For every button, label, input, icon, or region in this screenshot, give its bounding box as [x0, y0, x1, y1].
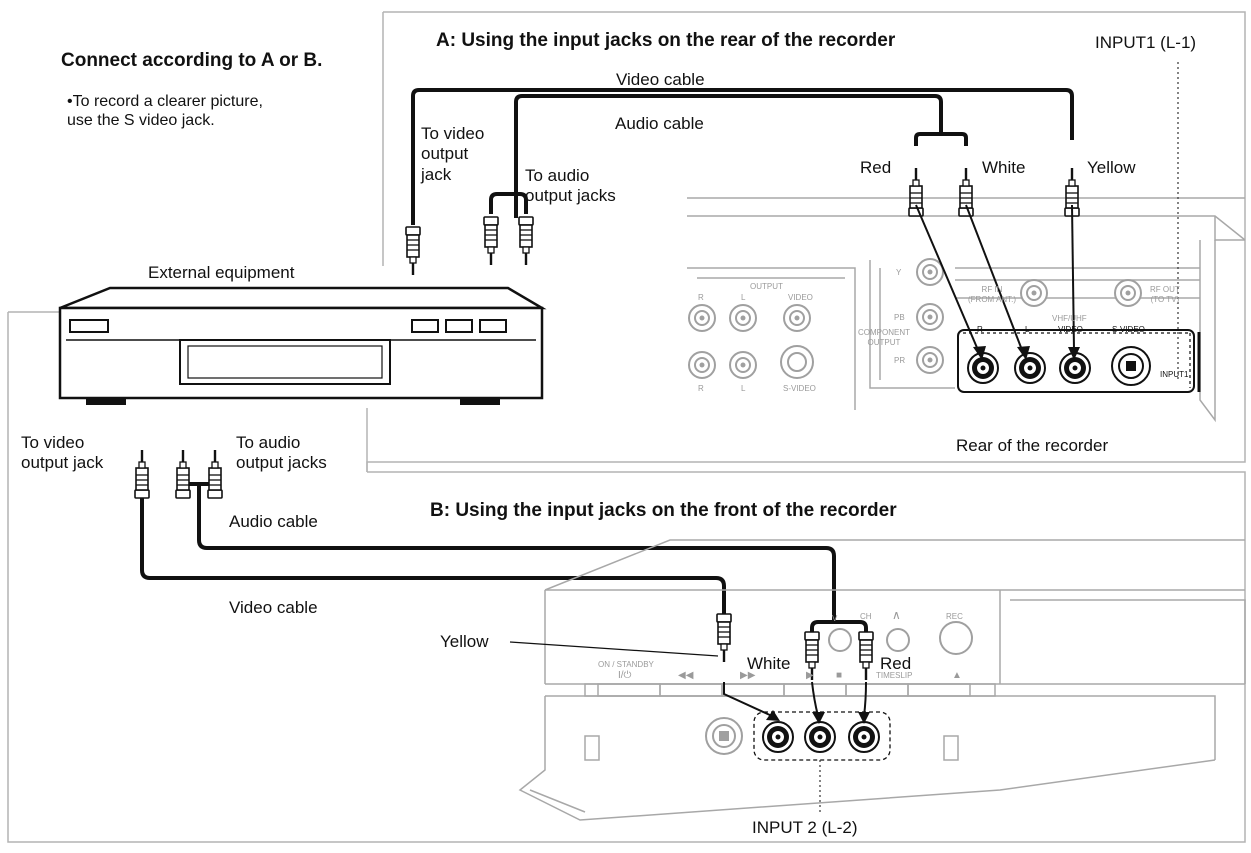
input1-label: INPUT1 (L-1) [1095, 33, 1197, 52]
panel-stop-icon: ■ [836, 670, 843, 681]
panel-rew-icon: ◀◀ [678, 670, 694, 681]
input1-panel [957, 329, 1195, 393]
panel-video-label: VIDEO [788, 293, 813, 302]
yellow-label-a: Yellow [1087, 158, 1136, 177]
plug-yellow-b [716, 613, 732, 663]
external-equipment-label: External equipment [148, 263, 295, 282]
audio-cable-b-label: Audio cable [229, 512, 318, 531]
plug-red-b [858, 631, 874, 681]
panel-rf-out-label: RF OUT (TO TV) [1150, 285, 1180, 304]
panel-on-standby-label: ON / STANDBY [598, 660, 654, 669]
panel-svideo-label: S-VIDEO [783, 384, 816, 393]
panel-v-label: V [832, 614, 838, 623]
yellow-leader [509, 641, 719, 657]
red-label-a: Red [860, 158, 892, 177]
panel-pb-label: PB [894, 313, 905, 322]
input2-label: INPUT 2 (L-2) [752, 818, 858, 837]
panel-r-label: R [698, 293, 704, 302]
jack-r-label: R [977, 325, 983, 334]
panel-l-label: L [741, 293, 746, 302]
jack-input1-label: INPUT1 [1160, 370, 1189, 379]
recorder-rear-panel [687, 197, 1246, 423]
video-cable-a-label: Video cable [616, 70, 705, 89]
audio-cable-a-label: Audio cable [615, 114, 704, 133]
panel-y-label: Y [896, 268, 902, 277]
white-label-b: White [747, 654, 791, 675]
section-b-frame [7, 311, 1246, 843]
plug-video-a [405, 226, 421, 276]
section-b-title: B: Using the input jacks on the front of… [430, 500, 897, 521]
intro-note: •To record a clearer picture, use the S … [67, 93, 263, 130]
panel-power-symbol: I/⏻ [618, 670, 632, 681]
video-cable-b-label: Video cable [229, 598, 318, 617]
to-audio-output-a-label: To audio output jacks [525, 166, 616, 206]
jack-l-label: L [1025, 325, 1030, 334]
panel-r-label-2: R [698, 384, 704, 393]
external-equipment [58, 286, 547, 405]
to-video-output-b-label: To video output jack [21, 433, 104, 473]
panel-rec-label: REC [946, 612, 963, 621]
panel-eject-icon: ▲ [952, 670, 962, 681]
panel-ch-up-icon: ∧ [892, 608, 901, 622]
recorder-front-panel [518, 539, 1246, 821]
plug-audio-a1 [483, 216, 499, 266]
panel-play-icon: ▶ [806, 670, 814, 681]
panel-l-label-2: L [741, 384, 746, 393]
yellow-label-b: Yellow [440, 632, 489, 651]
intro-heading: Connect according to A or B. [61, 50, 323, 71]
to-video-output-a-label: To video output jack [421, 124, 485, 184]
panel-ff-icon: ▶▶ [740, 670, 756, 681]
section-a-title: A: Using the input jacks on the rear of … [436, 30, 896, 51]
section-a-cables [411, 88, 1074, 225]
panel-timeslip-label: TIMESLIP [876, 671, 913, 680]
panel-ch-label: CH [860, 612, 872, 621]
red-label-b: Red [880, 654, 912, 673]
panel-pr-label: PR [894, 356, 906, 365]
panel-output-label: OUTPUT [750, 282, 783, 291]
panel-component-label: COMPONENT OUTPUT [858, 328, 910, 347]
panel-vhf-label: VHF/UHF [1052, 314, 1087, 323]
jack-video-label: VIDEO [1058, 325, 1083, 334]
rear-caption: Rear of the recorder [956, 436, 1109, 455]
jack-svideo-label: S-VIDEO [1112, 325, 1145, 334]
plug-audio-a2 [518, 216, 534, 266]
to-audio-output-b-label: To audio output jacks [236, 433, 327, 473]
panel-rf-in-label: RF IN (FROM ANT.) [968, 285, 1016, 304]
white-label-a: White [982, 158, 1026, 177]
